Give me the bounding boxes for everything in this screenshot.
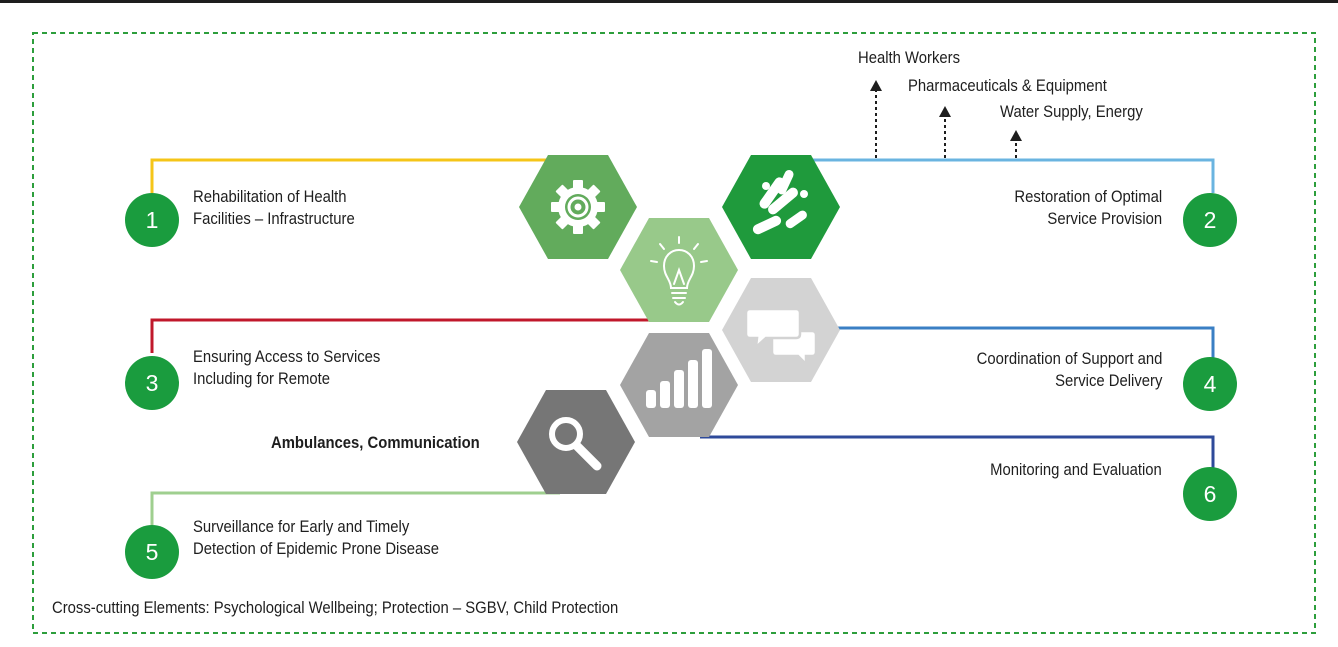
connector-line-6 [700,435,1215,468]
connector-line-4 [835,326,1215,362]
lightbulb-icon [650,236,708,306]
branch-arrowheads [870,80,1022,141]
ambulance-label: Ambulances, Communication [271,434,480,452]
number-badge-1: 1 [125,193,179,247]
item-1-line1: Rehabilitation of Health [193,188,347,206]
item-3-label: Ensuring Access to Services Including fo… [193,346,380,390]
number-badge-6: 6 [1183,467,1237,521]
svg-text:1: 1 [146,207,159,233]
svg-text:6: 6 [1204,481,1217,507]
number-badge-2: 2 [1183,193,1237,247]
connector-line-1 [150,158,565,193]
item-5-line2: Detection of Epidemic Prone Disease [193,540,439,558]
svg-text:5: 5 [146,539,159,565]
item-4-line2: Service Delivery [1054,372,1162,390]
item-4-label: Coordination of Support and Service Deli… [976,348,1162,392]
footer-cross-cutting: Cross-cutting Elements: Psychological We… [52,599,619,617]
item-6-label: Monitoring and Evaluation [990,459,1162,481]
top-rule [0,0,1338,3]
pills-icon [752,170,808,235]
svg-text:4: 4 [1204,371,1217,397]
chat-icon [744,307,818,368]
branch-label-pharmaceuticals: Pharmaceuticals & Equipment [908,77,1107,95]
item-2-line1: Restoration of Optimal [1014,188,1162,206]
item-3-line1: Ensuring Access to Services [193,348,381,366]
item-2-label: Restoration of Optimal Service Provision [1014,186,1162,230]
gear-icon [551,180,605,234]
item-5-label: Surveillance for Early and Timely Detect… [193,516,439,560]
search-icon [549,417,602,471]
item-1-label: Rehabilitation of Health Facilities – In… [193,186,355,230]
item-5-line1: Surveillance for Early and Timely [193,518,410,536]
connector-line-3 [150,318,660,353]
branch-label-health-workers: Health Workers [858,49,961,67]
item-6-line1: Monitoring and Evaluation [990,461,1162,479]
svg-text:3: 3 [146,370,159,396]
dashed-frame [32,32,1316,634]
connector-line-2 [810,158,1215,193]
bar-chart-icon [646,349,712,408]
number-badge-4: 4 [1183,357,1237,411]
branch-arrows [875,90,1017,158]
item-4-line1: Coordination of Support and [976,350,1162,368]
svg-text:2: 2 [1204,207,1217,233]
connector-line-5 [150,491,560,525]
item-2-line2: Service Provision [1047,210,1162,228]
branch-label-water-energy: Water Supply, Energy [1000,103,1143,121]
number-badge-3: 3 [125,356,179,410]
item-1-line2: Facilities – Infrastructure [193,210,355,228]
item-3-line2: Including for Remote [193,370,331,388]
number-badge-5: 5 [125,525,179,579]
